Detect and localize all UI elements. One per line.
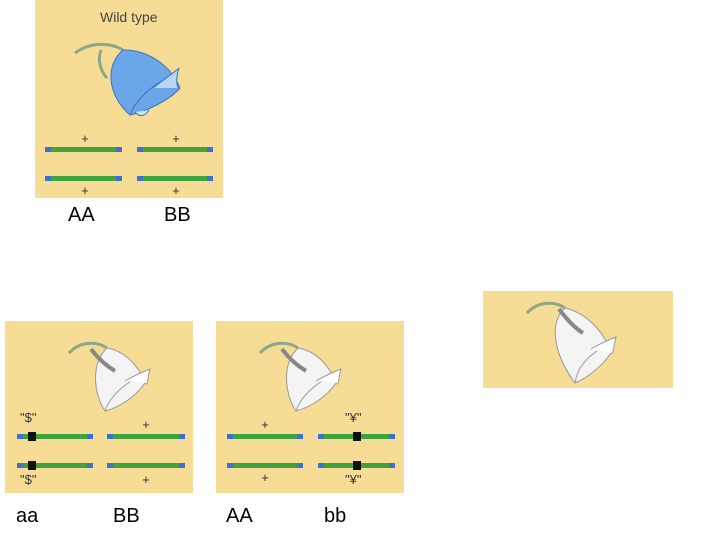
chromosome [107, 434, 185, 439]
genotype-label: AA [68, 204, 95, 226]
mutant-allele-label: "$" [20, 410, 37, 425]
chromosome [17, 434, 93, 439]
allele-label: + [81, 183, 89, 198]
allele-label: + [172, 131, 180, 146]
genotype-label: AA [226, 505, 253, 527]
allele-label: + [172, 183, 180, 198]
white-bellflower-icon [258, 341, 342, 412]
allele-label: + [142, 472, 150, 487]
chromosome [227, 463, 303, 468]
mutation-marker [353, 432, 361, 441]
white-bellflower-icon [67, 341, 151, 412]
chromosome [17, 463, 93, 468]
chromosome [45, 176, 122, 181]
mutation-marker [353, 461, 361, 470]
white-flower-panel [483, 291, 673, 388]
genotype-label: bb [324, 505, 347, 527]
mutation-marker [28, 432, 36, 441]
allele-label: + [261, 470, 269, 485]
mutant-a-panel: "$" + "$" + [5, 321, 193, 493]
mutant-allele-label: "¥" [345, 472, 362, 487]
genotype-label: BB [164, 204, 191, 226]
genotype-label: BB [113, 505, 140, 527]
chromosome [107, 463, 185, 468]
mutation-marker [28, 461, 36, 470]
genotype-label: aa [16, 505, 39, 527]
allele-label: + [81, 131, 89, 146]
chromosome [137, 147, 213, 152]
chromosome [45, 147, 122, 152]
wild-type-panel: Wild type + + + + [35, 0, 223, 198]
chromosome [137, 176, 213, 181]
mutant-allele-label: "¥" [345, 410, 362, 425]
blue-bellflower-icon [74, 42, 181, 117]
mutant-allele-label: "$" [20, 472, 37, 487]
panel-title: Wild type [100, 9, 158, 25]
allele-label: + [142, 417, 150, 432]
white-bellflower-icon [525, 301, 617, 384]
mutant-b-panel: + "¥" + "¥" [216, 321, 404, 493]
chromosome [227, 434, 303, 439]
allele-label: + [261, 417, 269, 432]
